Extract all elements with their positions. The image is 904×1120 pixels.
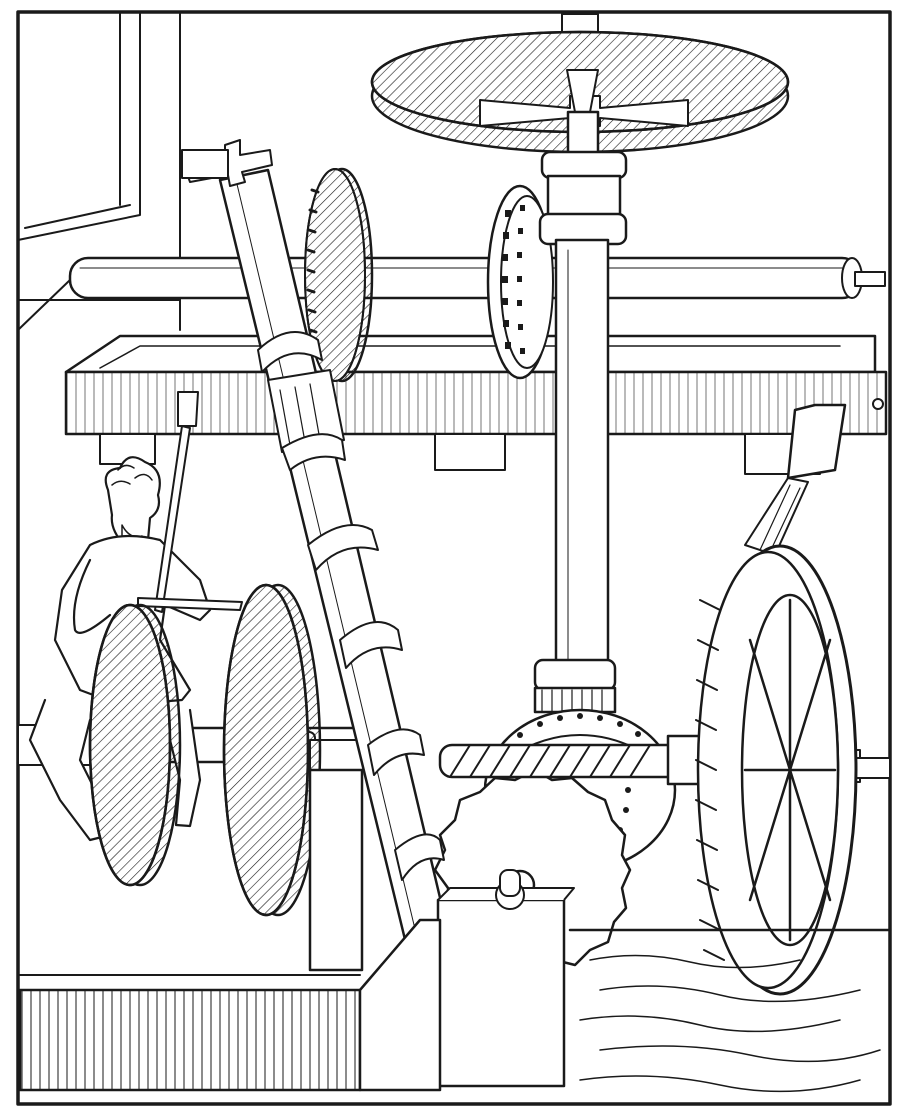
water-channel [568, 928, 892, 1093]
upper-horizontal-axle [68, 256, 886, 300]
stone-block [436, 869, 575, 1088]
wooden-frame-lower [17, 768, 442, 1092]
picture-border [16, 10, 892, 1106]
vertical-main-shaft [533, 110, 628, 714]
flywheel-pair [88, 583, 322, 917]
upper-crown-gear [304, 167, 374, 383]
undershot-water-wheel [695, 544, 858, 996]
worker-lever-rod [137, 391, 243, 613]
horizontal-millstone [370, 13, 790, 154]
